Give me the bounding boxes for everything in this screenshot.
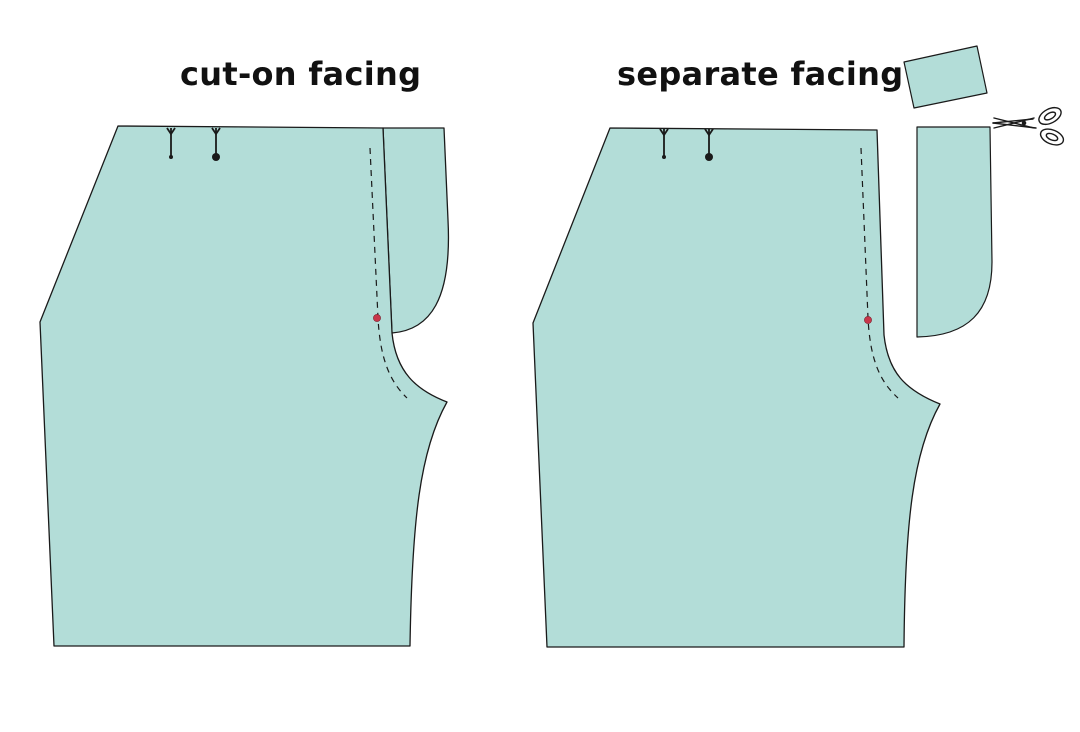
cut-on-dart-marker-2 xyxy=(211,127,221,161)
cut-on-notch-dot xyxy=(373,314,381,322)
separate-facing-pattern xyxy=(532,45,1065,648)
scissors-icon xyxy=(992,106,1065,146)
separate-stitch-line xyxy=(860,147,899,399)
separate-dart-marker-1 xyxy=(659,128,669,159)
cut-off-strip xyxy=(903,45,988,109)
cut-on-stitch-line xyxy=(369,147,408,399)
separate-facing-piece xyxy=(916,126,993,338)
separate-facing-title: separate facing xyxy=(617,55,904,93)
separate-pant-piece xyxy=(532,127,941,648)
cut-on-dart-marker-1 xyxy=(166,127,176,159)
separate-dart-marker-2 xyxy=(704,128,714,161)
cut-on-pant-piece xyxy=(39,125,448,647)
cut-on-facing-title: cut-on facing xyxy=(180,55,422,93)
cut-on-facing-pattern xyxy=(39,125,450,647)
cut-on-facing-extension xyxy=(382,127,450,334)
separate-notch-dot xyxy=(864,316,872,324)
